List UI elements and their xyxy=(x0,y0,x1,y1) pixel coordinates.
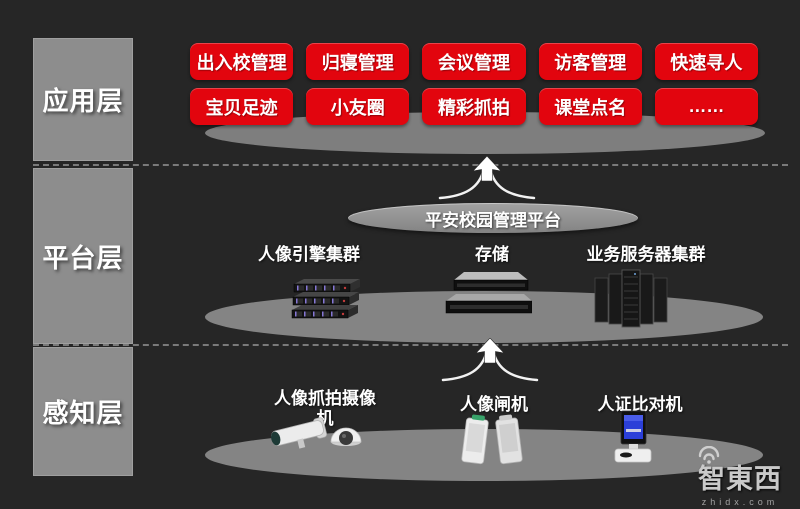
app-module-node: 小友圈 xyxy=(306,88,410,125)
storage-array-icon xyxy=(445,272,532,314)
layer-separator-dashed-line xyxy=(33,344,788,346)
layer-label-perception: 感知层 xyxy=(33,347,133,476)
app-module-node: 归寝管理 xyxy=(306,43,410,80)
layer-label-application: 应用层 xyxy=(33,38,133,161)
flow-up-arrow-icon xyxy=(438,156,536,200)
app-modules-row-2: 宝贝足迹 小友圈 精彩抓拍 课堂点名 …… xyxy=(190,88,759,125)
app-module-node: 课堂点名 xyxy=(538,88,642,125)
server-tower-cluster-icon xyxy=(594,269,668,328)
platform-item-label: 存储 xyxy=(475,245,509,264)
wifi-logo-icon xyxy=(698,446,720,464)
rack-server-cluster-icon xyxy=(291,279,360,319)
app-modules-row-1: 出入校管理 归寝管理 会议管理 访客管理 快速寻人 xyxy=(190,43,759,80)
platform-item-label: 人像引擎集群 xyxy=(258,245,360,264)
app-module-node: 出入校管理 xyxy=(190,43,294,80)
app-module-node: 宝贝足迹 xyxy=(190,88,294,125)
watermark: 智東西 zhidx.com xyxy=(688,444,792,507)
flow-up-arrow-icon xyxy=(441,338,539,382)
surveillance-cameras-icon xyxy=(271,417,362,449)
id-verification-terminal-icon xyxy=(614,410,652,463)
perception-item-label: 人证比对机 xyxy=(597,395,683,414)
app-module-node: 访客管理 xyxy=(538,43,642,80)
app-module-node: 会议管理 xyxy=(422,43,526,80)
platform-hub-ellipse: 平安校园管理平台 xyxy=(348,203,638,233)
app-module-node: …… xyxy=(654,88,759,125)
watermark-domain: zhidx.com xyxy=(701,497,779,507)
platform-item-label: 业务服务器集群 xyxy=(586,245,706,264)
watermark-brand: 智東西 xyxy=(698,464,782,494)
layer-label-platform: 平台层 xyxy=(33,168,133,344)
face-turnstile-icon xyxy=(461,414,523,465)
perception-item-label: 人像闸机 xyxy=(460,395,528,414)
layer-separator-dashed-line xyxy=(33,164,788,166)
app-module-node: 精彩抓拍 xyxy=(422,88,526,125)
app-module-node: 快速寻人 xyxy=(654,43,759,80)
